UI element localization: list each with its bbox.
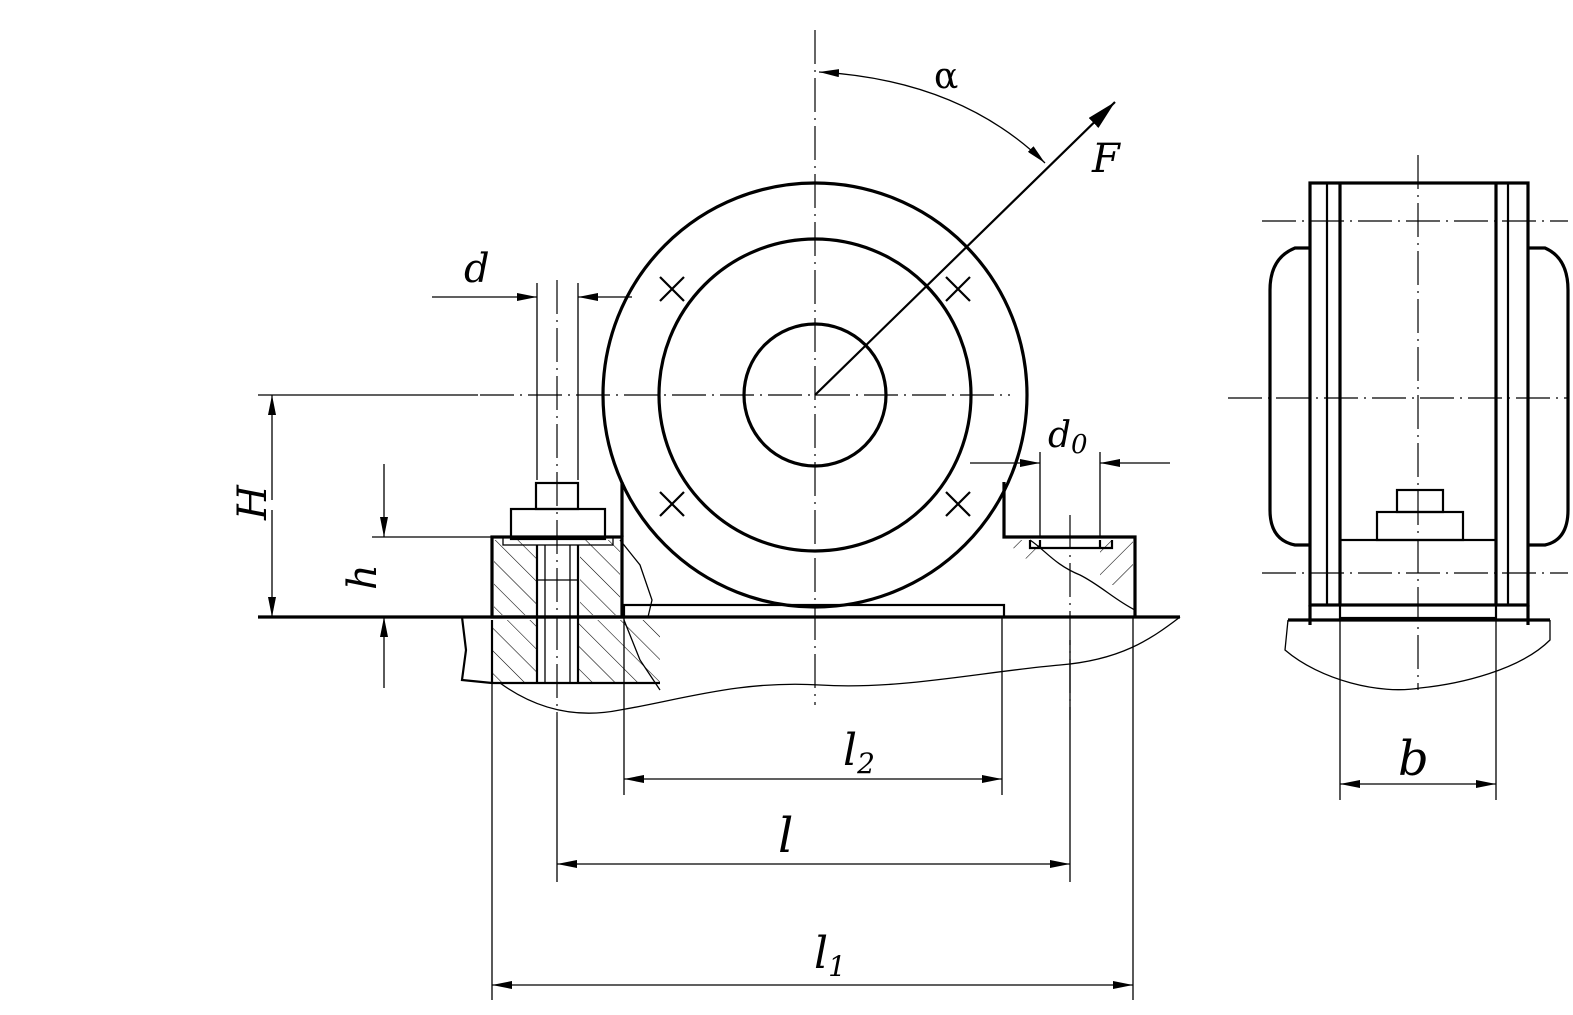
d0-main: d (1048, 415, 1071, 456)
dim-d: d (432, 246, 632, 480)
d0-sub: 0 (1071, 430, 1088, 460)
l2-label: l2 (843, 725, 875, 780)
b-label: b (1398, 731, 1429, 787)
dim-H: H (230, 394, 478, 617)
d-label: d (464, 246, 490, 292)
l1-main: l (814, 928, 828, 979)
base-plate (258, 615, 1181, 714)
l-label: l (778, 808, 793, 864)
dim-l: l (556, 640, 1071, 882)
alpha-label: α (934, 56, 958, 97)
l1-label: l1 (814, 928, 846, 983)
housing-body (490, 181, 1137, 619)
side-view: b (1228, 155, 1570, 800)
front-view: α F d d0 H h (230, 30, 1181, 1000)
h-label: h (340, 564, 386, 590)
l1-sub: 1 (828, 950, 846, 983)
d0-label: d0 (1048, 415, 1088, 460)
dim-l2: l2 (623, 617, 1003, 795)
dim-h: h (340, 464, 503, 688)
dim-l1: l1 (491, 617, 1134, 1000)
H-label: H (230, 484, 276, 521)
dim-d0: d0 (970, 415, 1170, 537)
l2-sub: 2 (856, 747, 875, 780)
force-vector: α F (814, 56, 1121, 396)
bolt (502, 481, 614, 683)
force-label: F (1091, 136, 1121, 182)
l2-main: l (843, 725, 857, 776)
